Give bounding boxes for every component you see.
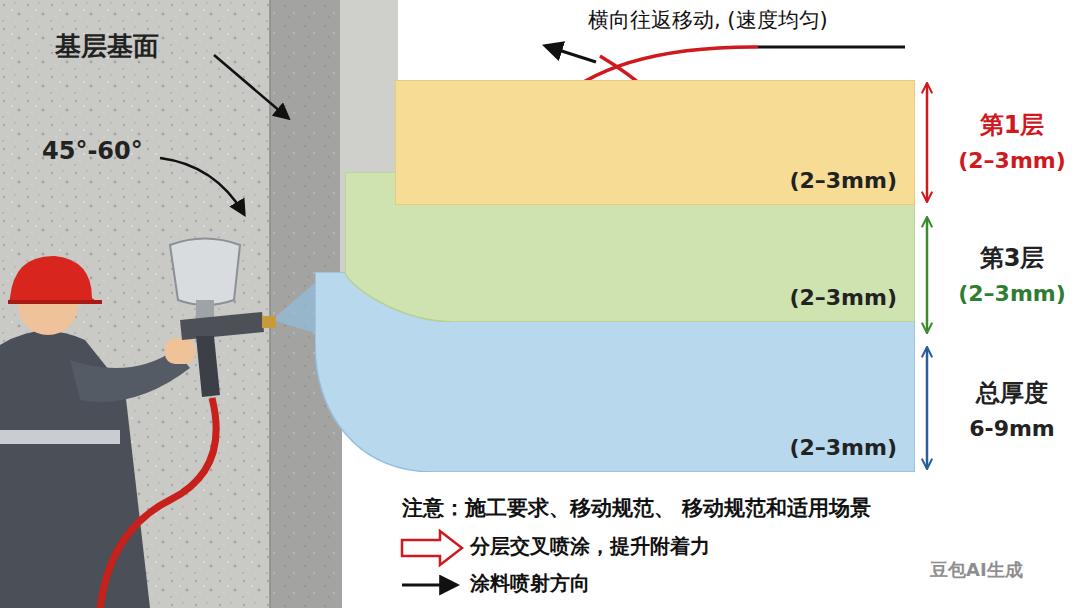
legend-text: 分层交叉喷涂，提升附着力 <box>470 535 710 558</box>
spray-gun <box>170 239 276 398</box>
layer-label: 第3层 <box>980 245 1045 273</box>
leader-line <box>160 158 244 214</box>
movement-note: 横向往返移动, (速度均匀) <box>588 8 828 32</box>
total-label: 总厚度 <box>976 380 1048 408</box>
thickness-label: (2–3mm) <box>789 285 897 310</box>
dimension-label: 6-9mm <box>969 416 1055 441</box>
dimension-arrow <box>926 348 929 468</box>
thickness-label: (2–3mm) <box>789 168 897 193</box>
leader-line <box>214 55 288 118</box>
watermark: 豆包AI生成 <box>930 560 1023 581</box>
dimension-arrow <box>926 218 929 332</box>
band-outline <box>395 80 915 205</box>
spray-cone <box>272 280 318 334</box>
layer-label: 第1层 <box>980 112 1045 140</box>
hose <box>100 398 216 608</box>
legend-sample <box>402 531 462 565</box>
thickness-label: (2–3mm) <box>789 435 897 460</box>
part-label: 基层基面 <box>55 32 159 62</box>
note-text: 注意：施工要求、移动规范、 移动规范和适用场景 <box>402 496 871 520</box>
worker <box>0 256 195 608</box>
dimension-label: (2–3mm) <box>958 281 1066 306</box>
layer-band: (2–3mm) <box>395 80 915 205</box>
dimension-arrow <box>926 84 929 201</box>
band-outline <box>345 172 915 322</box>
spray-direction-arrow <box>546 46 596 62</box>
legend-sample <box>402 584 456 587</box>
band-outline <box>315 272 915 472</box>
dimension-label: (2–3mm) <box>958 148 1066 173</box>
underline <box>758 46 905 49</box>
angle-label: 45°-60° <box>42 138 143 166</box>
concrete-wall <box>0 0 275 608</box>
legend-text: 涂料喷射方向 <box>470 572 590 595</box>
